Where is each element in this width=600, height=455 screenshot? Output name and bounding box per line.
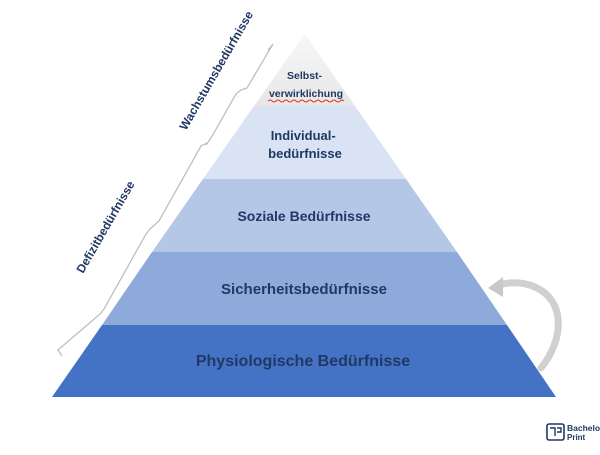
label-social: Soziale Bedürfnisse [237, 208, 370, 224]
level-self-actualization [254, 34, 355, 106]
level-individual [203, 106, 406, 179]
curved-arrow-icon [488, 277, 562, 372]
logo-line1: Bachelor [567, 423, 600, 433]
label-safety: Sicherheitsbedürfnisse [221, 281, 387, 298]
pyramid-levels [52, 34, 556, 397]
level-safety [102, 252, 507, 325]
label-self-actualization: Selbst- verwirklichung [269, 70, 343, 100]
bachelor-print-logo: Bachelor Print [546, 423, 600, 442]
label-individual: Individual- bedürfnisse [268, 128, 342, 161]
level-physiological [52, 325, 556, 397]
growth-needs-bracket [205, 43, 274, 146]
deficit-needs-bracket [57, 142, 208, 357]
logo-line2: Print [567, 433, 586, 442]
label-physiological: Physiologische Bedürfnisse [196, 353, 410, 370]
spellcheck-underline [267, 99, 345, 103]
level-social [152, 179, 457, 252]
book-icon [546, 423, 565, 441]
deficit-needs-label: Defizitbedürfnisse [73, 178, 137, 275]
growth-needs-label: Wachstumsbedürfnisse [176, 8, 256, 132]
